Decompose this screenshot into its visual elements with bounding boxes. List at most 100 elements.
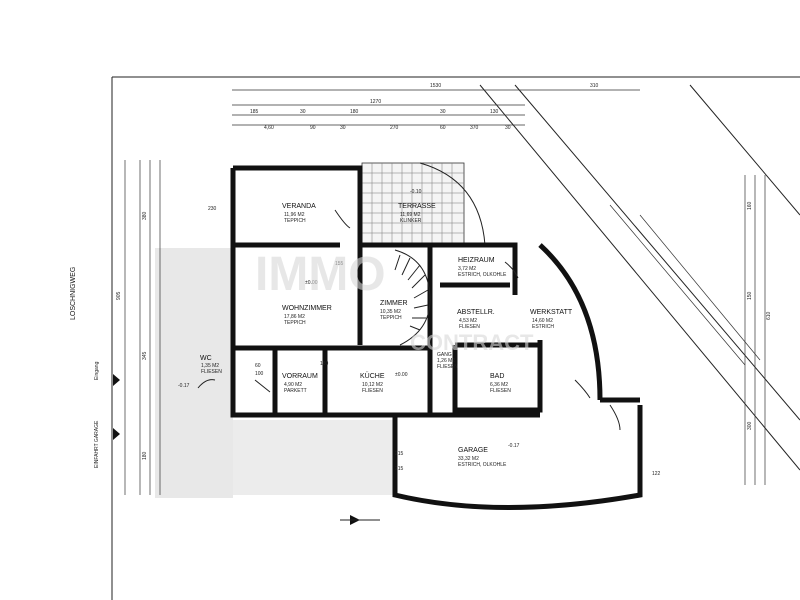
room-werkstatt-floor: ESTRICH <box>532 324 554 330</box>
dim-top-row3-c: 30 <box>340 125 346 131</box>
watermark-line2: CONTRACT <box>410 330 534 355</box>
room-kueche-name: KÜCHE <box>360 372 385 380</box>
room-veranda-area: 11,96 M2 <box>284 212 305 218</box>
dim-top-row3-g: 30 <box>505 125 511 131</box>
room-werkstatt-area: 14,60 M2 <box>532 318 553 324</box>
dim-misc-f: 215 <box>395 451 404 457</box>
room-vorraum-area: 4,90 M2 <box>284 382 302 388</box>
room-bad-floor: FLIESEN <box>490 388 511 394</box>
dim-top-row2-e: 130 <box>490 109 499 115</box>
dim-top-row3-a: 4,60 <box>264 125 274 131</box>
right-dimension-chain: 610 160 150 300 <box>744 175 772 485</box>
room-veranda-name: VERANDA <box>282 203 316 210</box>
left-dimension-chain: 905 380 345 180 <box>116 160 161 495</box>
room-bad-area: 6,36 M2 <box>490 382 508 388</box>
dim-left-part-b: 345 <box>142 351 148 360</box>
dim-right-part-c: 300 <box>747 421 753 430</box>
lot-shading-south <box>233 420 393 495</box>
dim-misc-c: 230 <box>208 206 217 212</box>
dim-top-row2-b: 30 <box>300 109 306 115</box>
room-terrasse: TERRASSE 11,69 M2 KLINKER -0.10 <box>398 189 436 224</box>
room-werkstatt-name: WERKSTATT <box>530 309 573 316</box>
exterior-walls <box>230 165 643 510</box>
top-dimension-chain: 1530 1270 310 185 30 180 30 130 4,60 90 … <box>232 83 640 131</box>
dim-top-row2-d: 30 <box>440 109 446 115</box>
road-lines <box>479 84 800 471</box>
room-vorraum-floor: PARKETT <box>284 388 307 394</box>
room-gang-floor: FLIESEN <box>437 364 458 370</box>
room-heizraum-area: 3,72 M2 <box>458 266 476 272</box>
dim-top-total: 1530 <box>430 83 441 89</box>
room-kueche-floor: FLIESEN <box>362 388 383 394</box>
room-gang-area: 1,26 M2 <box>437 358 455 364</box>
garage-arrow-icon <box>113 428 120 440</box>
room-gang: GANG 1,26 M2 FLIESEN <box>437 352 458 370</box>
dim-misc-g: 215 <box>395 466 404 472</box>
room-wohnzimmer-name: WOHNZIMMER <box>282 305 332 312</box>
entrance-arrow-icon <box>113 374 120 386</box>
room-vorraum: VORRAUM 4,90 M2 PARKETT <box>282 373 318 394</box>
dim-left-total: 905 <box>116 291 122 300</box>
watermark-line1: IMMO <box>255 248 386 301</box>
room-wc-area: 1,35 M2 <box>201 363 219 369</box>
section-marker-icon <box>340 515 380 525</box>
room-kueche-area: 10,12 M2 <box>362 382 383 388</box>
room-werkstatt: WERKSTATT 14,60 M2 ESTRICH <box>530 309 573 330</box>
room-abstellr-name: ABSTELLR. <box>457 309 495 316</box>
room-garage-area: 33,32 M2 <box>458 456 479 462</box>
dim-top-row3-f: 370 <box>470 125 479 131</box>
room-abstellr: ABSTELLR. 4,53 M2 FLIESEN <box>457 309 495 330</box>
dim-misc-e: 100 <box>255 371 264 377</box>
dim-misc-b: 155 <box>335 261 344 267</box>
room-veranda: VERANDA 11,96 M2 TEPPICH <box>282 203 316 224</box>
room-wc-floor: FLIESEN <box>201 369 222 375</box>
dim-right-part-b: 150 <box>747 291 753 300</box>
room-garage-name: GARAGE <box>458 447 488 454</box>
dim-top-row3-e: 60 <box>440 125 446 131</box>
room-zimmer: ZIMMER 10,35 M2 TEPPICH <box>380 300 408 321</box>
staircase <box>394 249 431 346</box>
dim-misc-h: 122 <box>652 471 661 477</box>
level-entrance: -0.17 <box>178 383 190 389</box>
dim-misc-d: 60 <box>255 363 261 369</box>
level-garage: -0.17 <box>508 443 520 449</box>
room-abstellr-floor: FLIESEN <box>459 324 480 330</box>
entrance-label: Eingang <box>94 361 100 380</box>
room-wc-name: WC <box>200 355 212 362</box>
room-heizraum-floor: ESTRICH, OLKOHLE <box>458 272 507 278</box>
room-wohnzimmer-area: 17,86 M2 <box>284 314 305 320</box>
level-wohnzimmer: ±0.00 <box>305 280 318 286</box>
dim-left-part-a: 380 <box>142 211 148 220</box>
room-gang-name: GANG <box>437 352 452 358</box>
room-terrasse-name: TERRASSE <box>398 203 436 210</box>
room-heizraum-name: HEIZRAUM <box>458 257 495 264</box>
dim-left-part-c: 180 <box>142 451 148 460</box>
dim-top-row2-a: 185 <box>250 109 259 115</box>
dim-right-part-a: 160 <box>747 201 753 210</box>
room-garage: GARAGE 33,32 M2 ESTRICH, OLKOHLE -0.17 <box>458 443 520 468</box>
room-bad: BAD 6,36 M2 FLIESEN <box>490 373 511 394</box>
room-wc: WC 1,35 M2 FLIESEN <box>200 355 222 375</box>
door-swings <box>197 209 621 431</box>
room-zimmer-name: ZIMMER <box>380 300 408 307</box>
room-terrasse-floor: KLINKER <box>400 218 422 224</box>
dim-top-row3-d: 270 <box>390 125 399 131</box>
terrasse-tiles <box>361 162 486 246</box>
room-kueche: KÜCHE 10,12 M2 FLIESEN ±0.00 <box>360 372 408 394</box>
level-kueche: ±0.00 <box>395 372 408 378</box>
dim-right-total: 610 <box>766 311 772 320</box>
street-label: LOSCHNIGWEG <box>70 267 77 320</box>
dim-misc-a: 180 <box>320 361 329 367</box>
dim-top-row3-b: 90 <box>310 125 316 131</box>
room-terrasse-area: 11,69 M2 <box>400 212 421 218</box>
room-veranda-floor: TEPPICH <box>284 218 306 224</box>
room-bad-name: BAD <box>490 373 504 380</box>
dim-top-row1-b: 310 <box>590 83 599 89</box>
room-zimmer-floor: TEPPICH <box>380 315 402 321</box>
room-vorraum-name: VORRAUM <box>282 373 318 380</box>
level-veranda: -0.10 <box>410 189 422 195</box>
room-heizraum: HEIZRAUM 3,72 M2 ESTRICH, OLKOHLE <box>458 257 507 278</box>
dim-top-row1-a: 1270 <box>370 99 381 105</box>
lot-shading <box>155 248 233 498</box>
